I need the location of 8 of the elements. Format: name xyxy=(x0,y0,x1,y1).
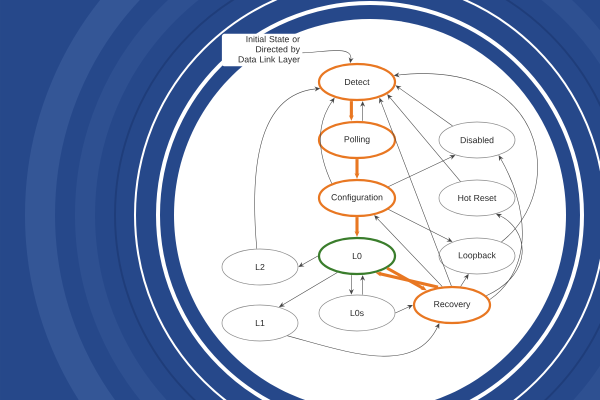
arrow xyxy=(287,323,440,356)
arrow xyxy=(374,215,442,287)
arrow xyxy=(486,214,522,296)
arrow xyxy=(489,155,523,300)
arrow xyxy=(387,94,461,182)
annotation-text: Initial State or Directed by Data Link Layer xyxy=(222,34,302,66)
arrow xyxy=(395,305,413,314)
arrow xyxy=(396,85,453,126)
